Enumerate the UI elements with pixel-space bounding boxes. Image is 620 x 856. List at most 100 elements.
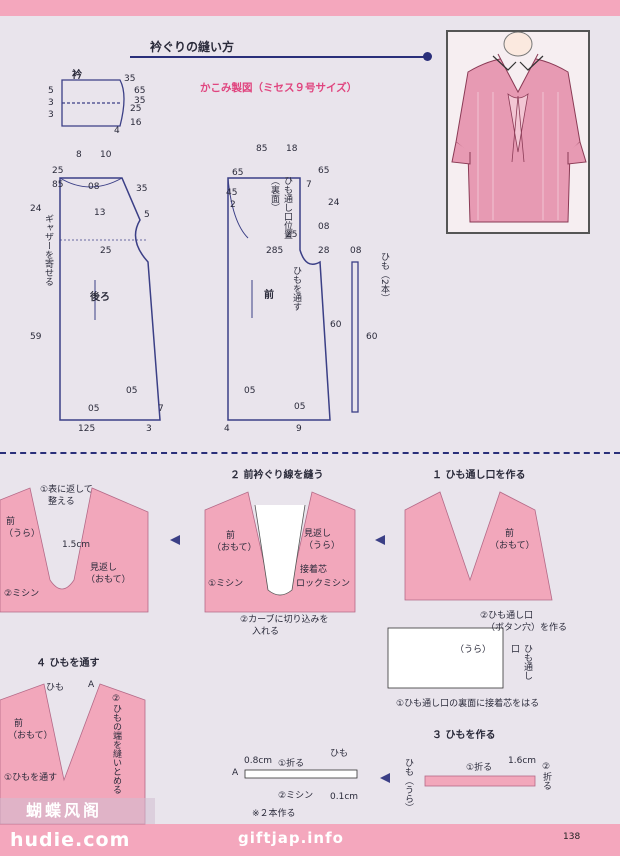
step3-tie: ひも [330, 749, 349, 759]
collar-num-4: 3 [48, 98, 54, 108]
page-number: 138 [563, 832, 581, 842]
back-num-1: 25 [52, 166, 64, 176]
step3-title: ３ ひもを作る [432, 730, 496, 741]
step4-front-label: 前 [14, 719, 24, 729]
step2-title: ２ 前衿ぐり線を縫う [230, 470, 324, 481]
step5-omote: （おもて） [86, 575, 131, 585]
front-num-7: 285 [266, 246, 284, 256]
step1-front-label: 前 [505, 529, 515, 539]
step3-fold2: ②折る [541, 762, 551, 790]
garment-photo [446, 30, 590, 234]
garment-illustration [448, 32, 588, 232]
step1-ura: （うら） [455, 645, 492, 655]
back-num-3: 08 [88, 182, 100, 192]
front-num-6: 25 [286, 230, 298, 240]
back-label: 後ろ [90, 292, 110, 303]
step2-front-label: 前 [226, 531, 236, 541]
front-num-12: 05 [294, 402, 306, 412]
collar-label: 衿 [72, 70, 82, 81]
step2-serger: ロックミシン [296, 579, 351, 589]
step4-sew-end: ②ひもの端を縫いとめる [111, 694, 121, 794]
step3-tie-ura: ひも（うら） [403, 758, 413, 812]
step4-title: ４ ひもを通す [36, 658, 100, 669]
step4-pass: ①ひもを通す [4, 773, 58, 783]
step1-hole: ②ひも通し口 [480, 611, 534, 621]
front-num-17: 24 [328, 198, 340, 208]
back-num-5: 24 [30, 204, 42, 214]
back-num-13: 3 [146, 424, 152, 434]
tie-piece [351, 261, 359, 413]
step3-01: 0.1cm [330, 792, 359, 802]
step4-himo: ひも [46, 683, 65, 693]
back-num-8: 25 [100, 246, 112, 256]
step2-ura: （うら） [304, 541, 341, 551]
back-num-2: 85 [52, 180, 64, 190]
front-num-3: 65 [232, 168, 244, 178]
page-title: 衿ぐりの縫い方 [150, 40, 235, 54]
step5-width: 1.5cm [62, 540, 91, 550]
step2-clip2: 入れる [252, 627, 280, 637]
step5-facing: 見返し [90, 563, 118, 573]
back-num-7: 5 [144, 210, 150, 220]
tie-length: 60 [366, 332, 378, 342]
back-width-1: 8 [76, 150, 82, 160]
back-num-12: 125 [78, 424, 96, 434]
step1-button: （ボタン穴）を作る [486, 623, 568, 633]
step2-omote: （おもて） [212, 543, 257, 553]
back-num-14: 7 [158, 404, 164, 414]
front-num-8: 08 [318, 222, 330, 232]
step5-front-label: 前 [6, 517, 16, 527]
back-num-6: 13 [94, 208, 106, 218]
step3-08: 0.8cm [244, 756, 273, 766]
step2-clip: ②カーブに切り込みを [240, 615, 329, 625]
back-length: 59 [30, 332, 42, 342]
title-underline [130, 56, 425, 58]
draft-subtitle: かこみ製図（ミセス９号サイズ） [200, 82, 358, 94]
step5-turn: ①表に返して [40, 485, 93, 495]
back-bodice [59, 177, 161, 421]
front-num-1: 85 [256, 144, 268, 154]
step4-front [0, 683, 146, 825]
step3-width: 1.6cm [508, 756, 537, 766]
collar-num-1: 35 [124, 74, 136, 84]
step4-a: A [88, 680, 95, 690]
step1-bottom: ①ひも通し口の裏面に接着芯をはる [396, 699, 540, 709]
back-num-10: 05 [126, 386, 138, 396]
step5-machine: ②ミシン [4, 589, 40, 599]
step1-front [387, 491, 553, 689]
front-num-16: 7 [306, 180, 312, 190]
step2-facing: 見返し [304, 529, 332, 539]
front-num-5: 2 [230, 200, 236, 210]
placket-note: ひも通し口位置（裏面） [269, 176, 292, 239]
step3-fold-tie: ①折る [278, 759, 305, 769]
step3-fold1: ①折る [466, 763, 493, 773]
step5-front [0, 487, 149, 613]
bottom-pink-band [0, 824, 620, 856]
back-num-11: 05 [88, 404, 100, 414]
collar-num-8: 16 [130, 118, 142, 128]
front-num-4: 45 [226, 188, 238, 198]
step4-omote: （おもて） [8, 731, 53, 741]
collar-piece [61, 79, 125, 127]
back-num-4: 35 [136, 184, 148, 194]
front-bodice [227, 177, 331, 421]
tie-width: 08 [350, 246, 362, 256]
step1-side: ひも通し口 [509, 644, 532, 680]
tie-label: ひも（2本） [379, 252, 389, 303]
front-num-2: 18 [286, 144, 298, 154]
step3-machine: ②ミシン [278, 791, 314, 801]
watermark-giftjap: giftjap.info [238, 829, 344, 847]
watermark-chinese: 蝴蝶风阁 [0, 798, 155, 824]
collar-num-6: 25 [130, 104, 142, 114]
collar-num-3: 5 [48, 86, 54, 96]
collar-num-7: 35 [134, 96, 146, 106]
front-num-15: 65 [318, 166, 330, 176]
section-divider [0, 452, 620, 454]
front-num-11: 05 [244, 386, 256, 396]
step1-title: １ ひも通し口を作る [432, 470, 526, 481]
front-num-9: 28 [318, 246, 330, 256]
watermark-hudie: hudie.com [10, 829, 131, 851]
step3-a: A [232, 768, 239, 778]
